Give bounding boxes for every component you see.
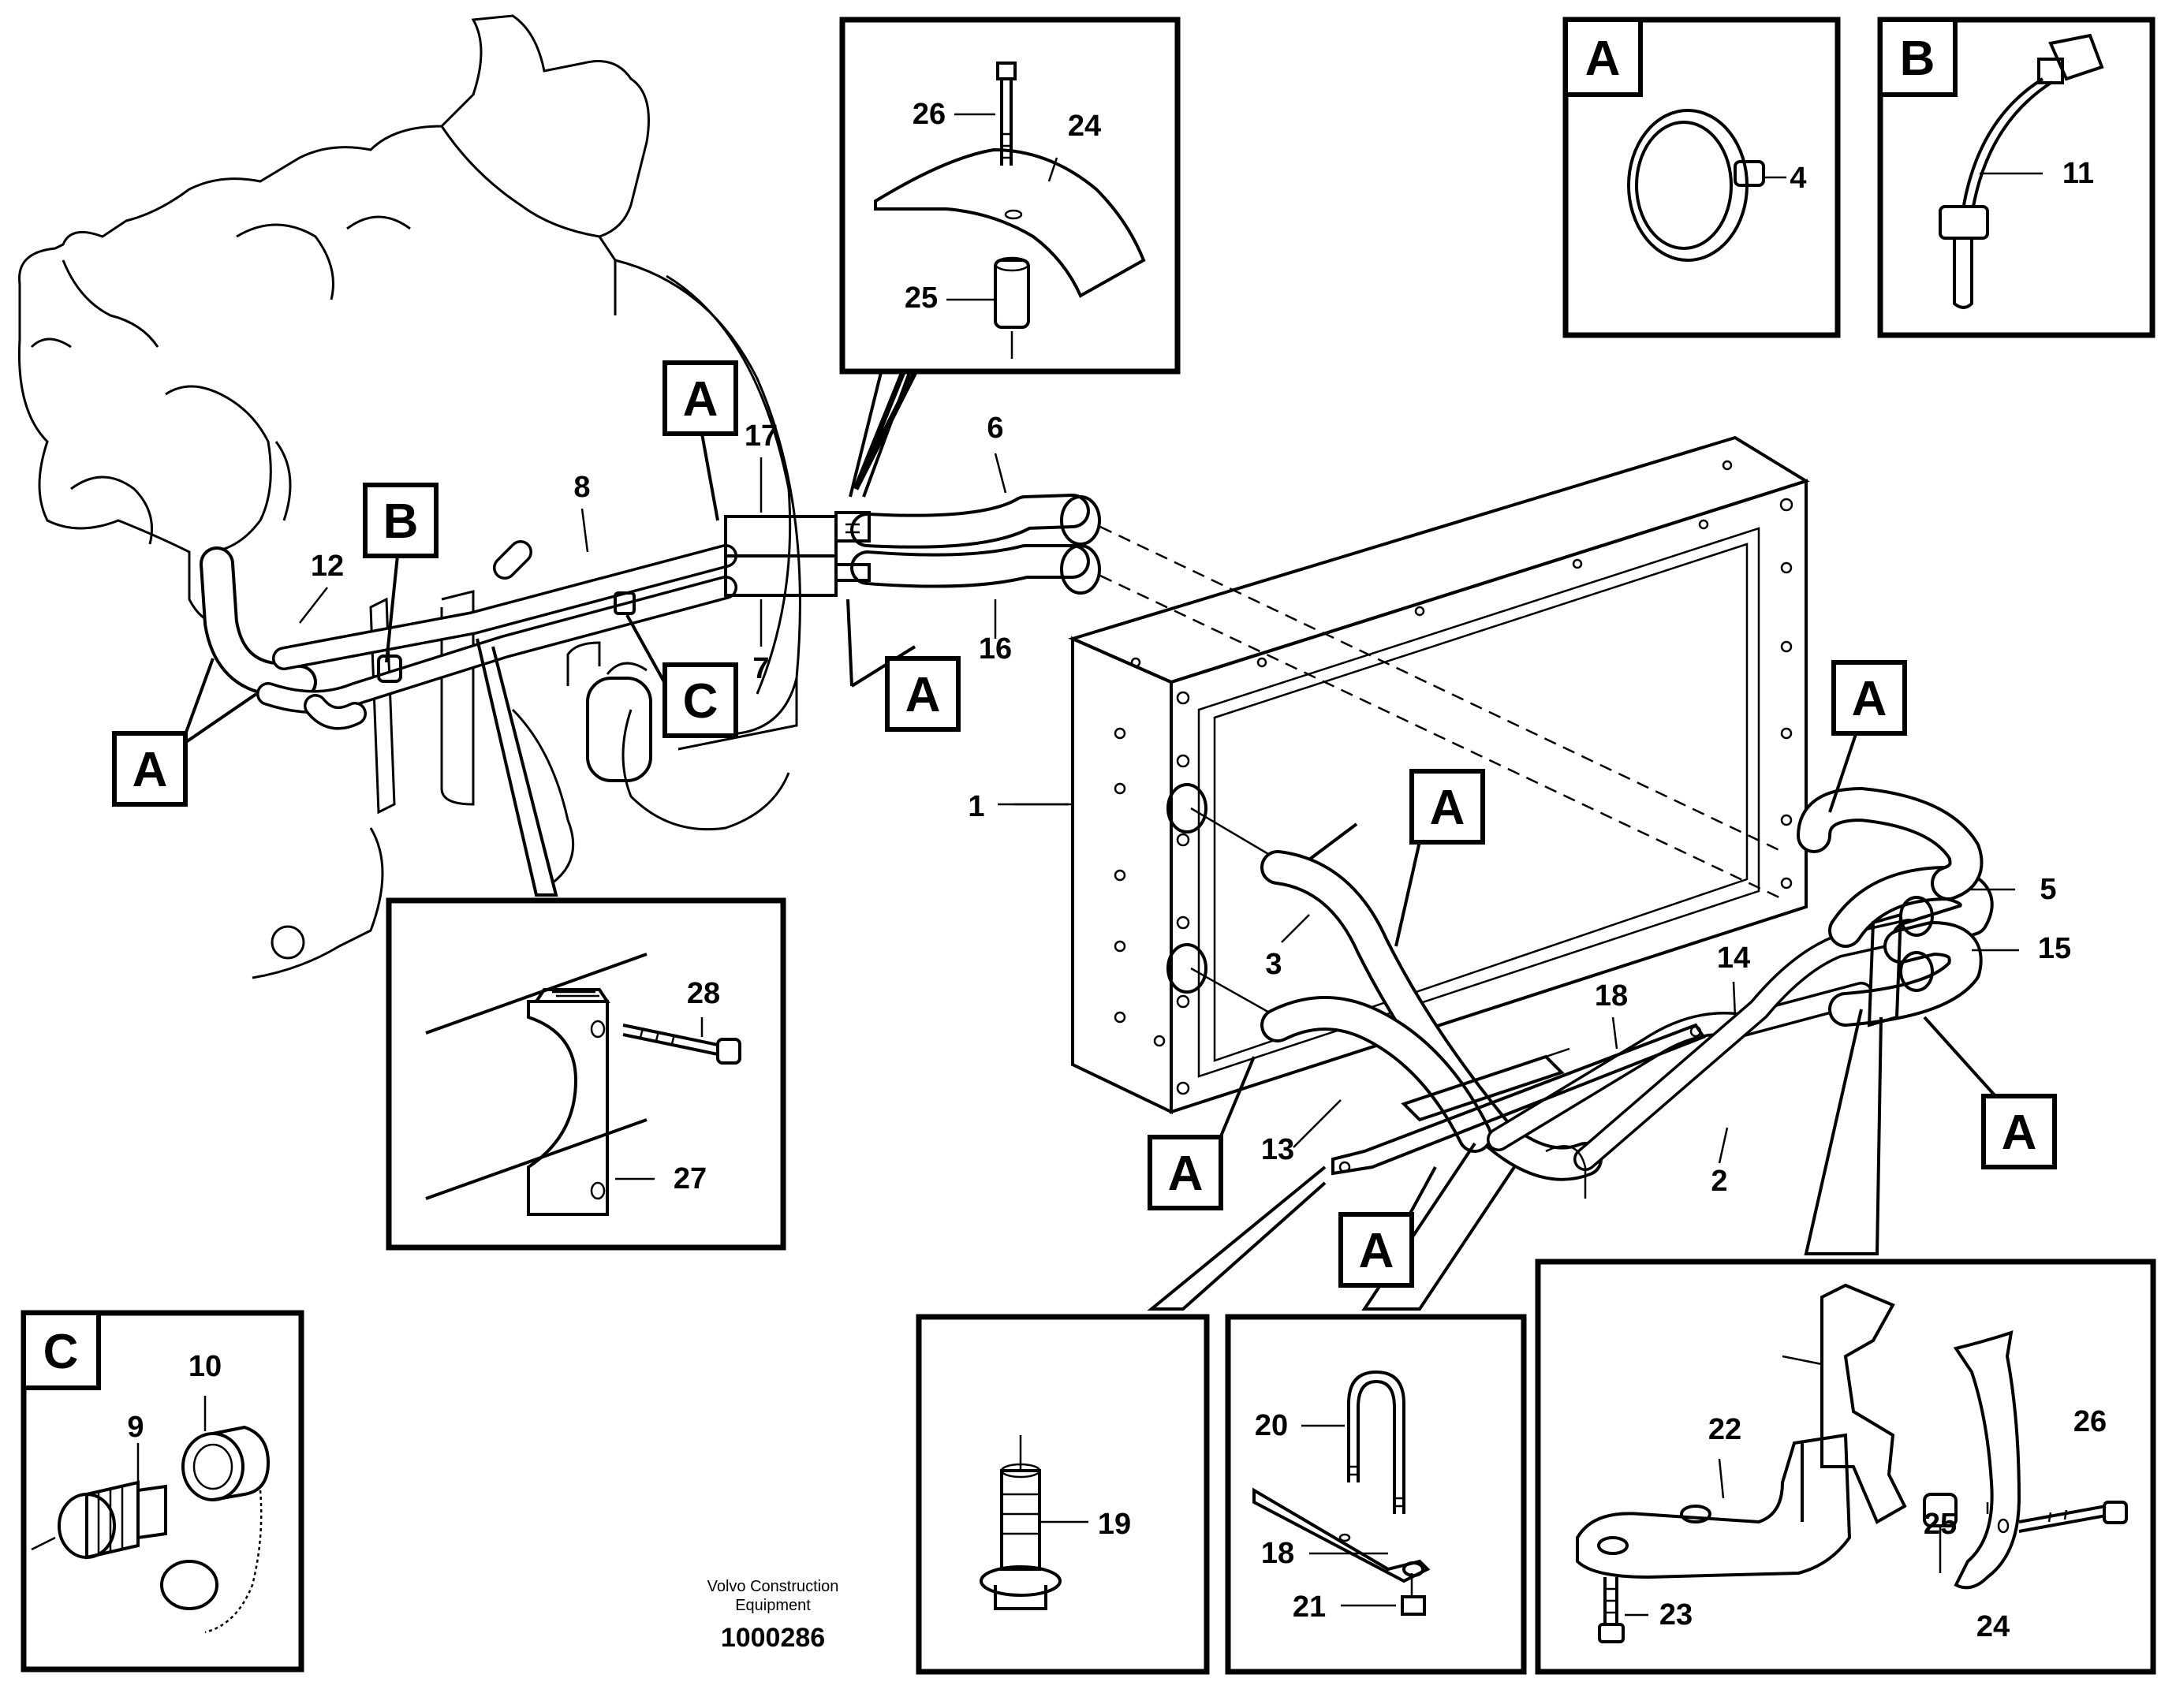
tag-A-lower: A bbox=[1338, 1212, 1414, 1288]
inset-tag-C: C bbox=[43, 1325, 79, 1379]
part-number-14: 14 bbox=[1717, 942, 1750, 975]
part-number-21: 21 bbox=[1293, 1591, 1326, 1624]
radiator-bolts bbox=[1114, 460, 1793, 1095]
part-number-3: 3 bbox=[1265, 948, 1282, 981]
svg-text:A: A bbox=[683, 372, 718, 427]
part-number-25-inset: 25 bbox=[1924, 1508, 1957, 1541]
part-number-4: 4 bbox=[1790, 162, 1806, 195]
part-number-28: 28 bbox=[687, 977, 720, 1010]
detail-inset-bracket-bolt bbox=[839, 17, 1181, 490]
part-number-2: 2 bbox=[1711, 1165, 1727, 1198]
detail-inset-A-hose-clamp bbox=[1562, 17, 1841, 338]
detail-inset-clamp-27-28 bbox=[386, 897, 786, 1251]
part-number-5: 5 bbox=[2040, 873, 2056, 906]
inset-tag-A: A bbox=[1585, 32, 1621, 86]
part-number-18-main: 18 bbox=[1595, 979, 1628, 1012]
part-number-7: 7 bbox=[752, 652, 769, 685]
part-number-8: 8 bbox=[573, 471, 590, 504]
detail-inset-bracket-22-26 bbox=[1535, 1259, 2156, 1675]
part-number-11: 11 bbox=[2062, 157, 2094, 190]
publisher-line-2: Equipment bbox=[735, 1597, 811, 1614]
part-number-1: 1 bbox=[968, 790, 984, 823]
svg-text:A: A bbox=[1168, 1147, 1204, 1201]
tag-A-engine-elbow: A bbox=[112, 731, 188, 807]
part-number-26-top: 26 bbox=[913, 98, 946, 131]
detail-inset-C-drain-plug bbox=[21, 1310, 304, 1673]
lower-hoses bbox=[1190, 787, 1994, 1199]
tag-A-hose-5: A bbox=[1831, 660, 1907, 736]
projection-line bbox=[1099, 574, 1783, 901]
engine-pipes bbox=[200, 494, 1101, 730]
leader-lines bbox=[180, 346, 1997, 1311]
callout-tags: A B C A A A A A bbox=[43, 32, 2057, 1379]
svg-text:A: A bbox=[2002, 1106, 2037, 1160]
publisher-credit: Volvo Construction Equipment bbox=[655, 1577, 891, 1615]
part-number-26-inset: 26 bbox=[2073, 1405, 2107, 1438]
svg-text:A: A bbox=[1430, 781, 1465, 835]
engine-outline bbox=[17, 14, 801, 979]
svg-text:A: A bbox=[1852, 672, 1887, 726]
part-number-10: 10 bbox=[188, 1350, 222, 1383]
svg-text:A: A bbox=[1359, 1224, 1394, 1278]
part-number-27: 27 bbox=[674, 1162, 707, 1195]
part-numbers: 1 2 3 4 5 6 7 8 9 10 11 12 13 14 15 16 1… bbox=[127, 98, 2107, 1643]
detail-inset-u-bolt bbox=[1225, 1314, 1527, 1675]
part-number-22: 22 bbox=[1708, 1413, 1741, 1446]
svg-text:A: A bbox=[133, 743, 168, 797]
tag-B-fitting: B bbox=[363, 483, 439, 558]
tag-A-hose-15: A bbox=[1981, 1094, 2057, 1169]
detail-inset-B-temperature-sensor bbox=[1877, 17, 2155, 338]
part-number-23: 23 bbox=[1659, 1598, 1693, 1632]
projection-line bbox=[1099, 525, 1783, 853]
tag-A-hose-3: A bbox=[1409, 769, 1485, 845]
tag-A-hose-13: A bbox=[1148, 1135, 1223, 1210]
detail-inset-bolt-19 bbox=[916, 1314, 1210, 1675]
part-number-19: 19 bbox=[1098, 1508, 1131, 1541]
tag-A-pipe-bottom: A bbox=[885, 656, 961, 732]
part-number-9: 9 bbox=[127, 1411, 144, 1444]
number-leaders bbox=[299, 453, 2019, 1164]
tag-A-pipe-top: A bbox=[663, 360, 738, 436]
part-number-24-inset: 24 bbox=[1976, 1610, 2010, 1643]
part-number-12: 12 bbox=[311, 550, 344, 583]
part-number-6: 6 bbox=[987, 412, 1003, 445]
svg-text:A: A bbox=[905, 668, 941, 722]
part-number-13: 13 bbox=[1261, 1133, 1294, 1166]
inset-tag-B: B bbox=[1900, 32, 1935, 86]
tag-C-drain: C bbox=[663, 662, 738, 738]
part-number-25-top: 25 bbox=[905, 282, 938, 315]
svg-text:C: C bbox=[683, 674, 718, 729]
radiator bbox=[1068, 435, 1810, 1115]
part-number-18-inset: 18 bbox=[1261, 1537, 1294, 1570]
part-number-24-top: 24 bbox=[1068, 110, 1101, 143]
publisher-line-1: Volvo Construction bbox=[707, 1578, 839, 1595]
part-number-17: 17 bbox=[745, 420, 778, 453]
part-number-20: 20 bbox=[1255, 1409, 1288, 1442]
drawing-number: 1000286 bbox=[720, 1623, 826, 1653]
svg-text:B: B bbox=[383, 494, 419, 549]
part-number-15: 15 bbox=[2038, 932, 2071, 965]
